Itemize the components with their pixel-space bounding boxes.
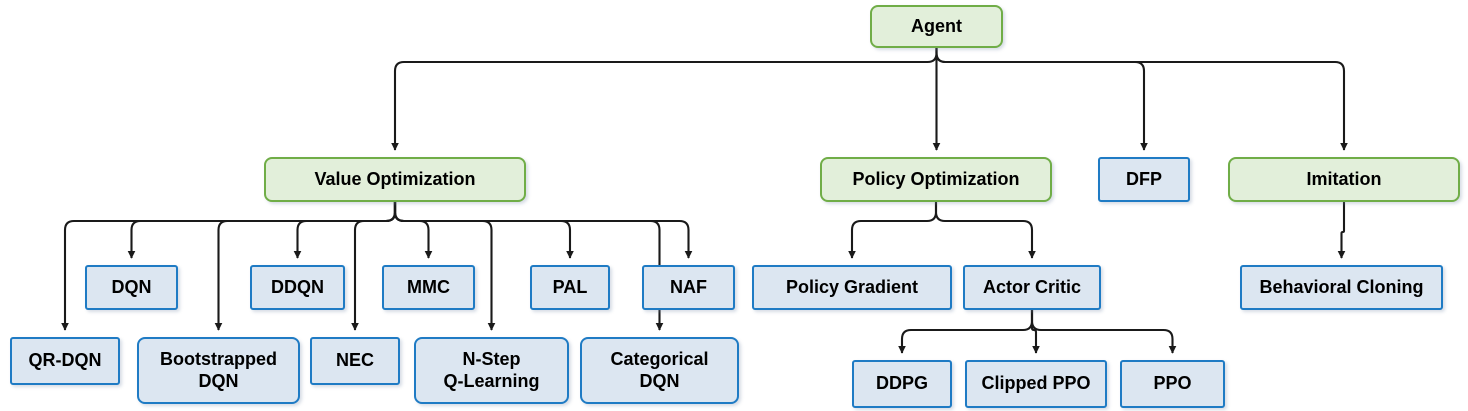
edge-value-optimization-to-pal (393, 202, 574, 259)
node-nec[interactable]: NEC (310, 337, 400, 385)
edge-imitation-to-behavioral-cloning (1337, 202, 1346, 259)
node-ddpg[interactable]: DDPG (852, 360, 952, 408)
node-policy-optimization[interactable]: Policy Optimization (820, 157, 1052, 202)
node-value-optimization[interactable]: Value Optimization (264, 157, 526, 202)
node-label-mmc: MMC (407, 276, 450, 297)
node-agent[interactable]: Agent (870, 5, 1003, 48)
edge-policy-optimization-to-policy-gradient (848, 202, 938, 259)
node-label-ddqn: DDQN (271, 276, 324, 297)
node-imitation[interactable]: Imitation (1228, 157, 1460, 202)
edge-value-optimization-to-naf (393, 202, 693, 259)
edge-agent-to-dfp (935, 48, 1148, 151)
node-categorical-dqn[interactable]: Categorical DQN (580, 337, 739, 404)
node-behavioral-cloning[interactable]: Behavioral Cloning (1240, 265, 1443, 310)
node-label-agent: Agent (911, 15, 962, 36)
node-label-pal: PAL (552, 276, 588, 297)
node-dqn[interactable]: DQN (85, 265, 178, 310)
edge-policy-optimization-to-actor-critic (934, 202, 1036, 259)
edge-actor-critic-to-clipped-ppo (1030, 310, 1040, 354)
edge-value-optimization-to-mmc (393, 202, 433, 259)
node-label-qr-dqn: QR-DQN (28, 350, 102, 371)
edge-agent-to-imitation (935, 48, 1348, 151)
node-label-clipped-ppo: Clipped PPO (981, 373, 1091, 394)
node-qr-dqn[interactable]: QR-DQN (10, 337, 120, 385)
edge-value-optimization-to-dqn (127, 202, 397, 259)
node-policy-gradient[interactable]: Policy Gradient (752, 265, 952, 310)
edge-actor-critic-to-ddpg (898, 310, 1034, 354)
node-clipped-ppo[interactable]: Clipped PPO (965, 360, 1107, 408)
node-label-value-optimization: Value Optimization (314, 168, 476, 189)
node-n-step-q-learning[interactable]: N-Step Q-Learning (414, 337, 569, 404)
node-dfp[interactable]: DFP (1098, 157, 1190, 202)
node-label-nec: NEC (335, 350, 374, 371)
node-bootstrapped-dqn[interactable]: Bootstrapped DQN (137, 337, 300, 404)
node-ppo[interactable]: PPO (1120, 360, 1225, 408)
edge-actor-critic-to-ppo (1030, 310, 1177, 354)
node-label-bootstrapped-dqn: Bootstrapped DQN (160, 349, 277, 391)
node-label-naf: NAF (670, 276, 707, 297)
node-label-dfp: DFP (1126, 168, 1162, 189)
node-label-ppo: PPO (1153, 373, 1192, 394)
node-label-policy-optimization: Policy Optimization (852, 168, 1020, 189)
node-pal[interactable]: PAL (530, 265, 610, 310)
edge-value-optimization-to-ddqn (293, 202, 397, 259)
node-label-categorical-dqn: Categorical DQN (610, 349, 709, 391)
node-label-ddpg: DDPG (875, 373, 928, 394)
node-label-imitation: Imitation (1306, 168, 1382, 189)
node-naf[interactable]: NAF (642, 265, 735, 310)
node-label-actor-critic: Actor Critic (982, 276, 1081, 297)
node-mmc[interactable]: MMC (382, 265, 475, 310)
node-label-behavioral-cloning: Behavioral Cloning (1259, 276, 1424, 297)
node-label-n-step-q-learning: N-Step Q-Learning (443, 349, 540, 391)
node-actor-critic[interactable]: Actor Critic (963, 265, 1101, 310)
node-label-policy-gradient: Policy Gradient (785, 276, 919, 297)
node-label-dqn: DQN (111, 276, 152, 297)
edge-agent-to-value-optimization (391, 48, 938, 151)
node-ddqn[interactable]: DDQN (250, 265, 345, 310)
